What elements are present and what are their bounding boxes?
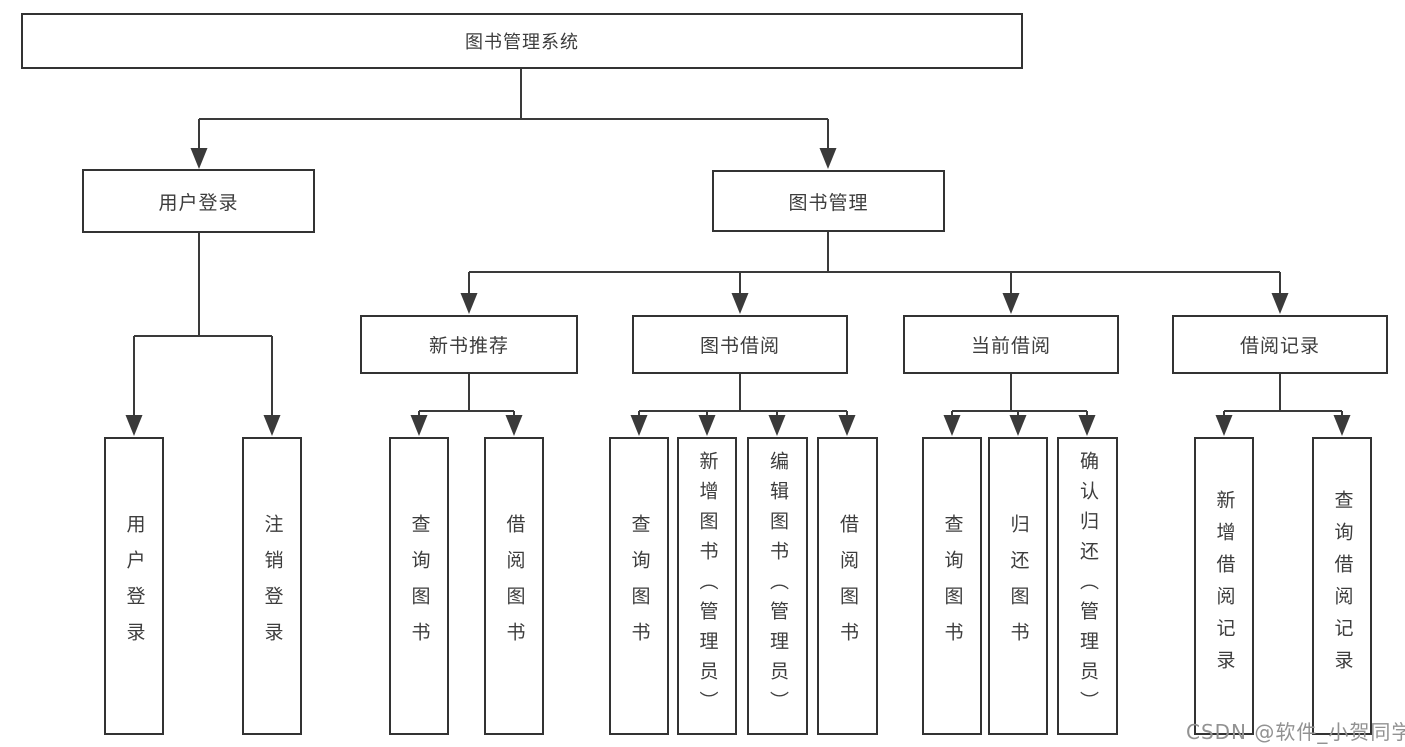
node-label: 确认归还（管理员） — [1077, 451, 1099, 721]
arrow-down-icon — [460, 293, 478, 314]
arrow-down-icon — [410, 415, 428, 436]
leaf-borrow-books-borrowing: 借阅图书 — [817, 437, 878, 735]
arrow-down-icon — [1078, 415, 1096, 436]
arrow-down-icon — [630, 415, 648, 436]
node-label: 归还图书 — [1007, 514, 1030, 658]
node-label: 查询图书 — [628, 514, 651, 658]
arrow-down-icon — [838, 415, 856, 436]
arrow-down-icon — [1002, 293, 1020, 314]
arrow-down-icon — [819, 148, 837, 169]
node-label: 编辑图书（管理员） — [767, 451, 789, 721]
node-book-management: 图书管理 — [712, 170, 945, 232]
node-label: 图书管理系统 — [465, 32, 579, 53]
arrow-down-icon — [190, 148, 208, 169]
node-label: 查询图书 — [408, 514, 431, 658]
node-label: 图书管理 — [788, 191, 869, 214]
node-new-book-recommend: 新书推荐 — [360, 315, 578, 374]
arrow-down-icon — [768, 415, 786, 436]
leaf-query-borrow-record: 查询借阅记录 — [1312, 437, 1372, 735]
node-label: 图书借阅 — [699, 335, 780, 357]
node-label: 用户登录 — [158, 191, 239, 214]
node-label: 用户登录 — [123, 514, 146, 658]
arrow-down-icon — [698, 415, 716, 436]
node-label: 新增借阅记录 — [1213, 490, 1236, 682]
leaf-return-books: 归还图书 — [988, 437, 1048, 735]
leaf-edit-books-admin: 编辑图书（管理员） — [747, 437, 808, 735]
node-library-management-system: 图书管理系统 — [21, 13, 1023, 69]
node-label: 借阅记录 — [1239, 335, 1320, 357]
arrow-down-icon — [943, 415, 961, 436]
arrow-down-icon — [505, 415, 523, 436]
connector-path — [133, 69, 1343, 418]
leaf-query-books-current: 查询图书 — [922, 437, 982, 735]
node-label: 注销登录 — [261, 514, 284, 658]
leaf-logout: 注销登录 — [242, 437, 302, 735]
node-current-borrowing: 当前借阅 — [903, 315, 1119, 374]
node-book-borrowing: 图书借阅 — [632, 315, 848, 374]
leaf-borrow-books-recommend: 借阅图书 — [484, 437, 544, 735]
node-borrowing-records: 借阅记录 — [1172, 315, 1388, 374]
arrow-down-icon — [731, 293, 749, 314]
leaf-confirm-return-admin: 确认归还（管理员） — [1057, 437, 1118, 735]
node-label: 借阅图书 — [837, 514, 859, 658]
node-user-login: 用户登录 — [82, 169, 315, 233]
arrow-down-icon — [1009, 415, 1027, 436]
node-label: 新书推荐 — [428, 335, 509, 357]
arrow-down-icon — [1215, 415, 1233, 436]
csdn-watermark: CSDN @软件_小贺同学 — [1186, 720, 1405, 744]
arrow-down-icon — [1333, 415, 1351, 436]
leaf-user-login: 用户登录 — [104, 437, 164, 735]
node-label: 当前借阅 — [970, 335, 1051, 357]
node-label: 查询图书 — [941, 514, 964, 658]
leaf-add-borrow-record: 新增借阅记录 — [1194, 437, 1254, 735]
arrow-down-icon — [1271, 293, 1289, 314]
arrow-down-icon — [125, 415, 143, 436]
leaf-add-books-admin: 新增图书（管理员） — [677, 437, 737, 735]
node-label: 借阅图书 — [503, 514, 526, 658]
arrow-down-icon — [263, 415, 281, 436]
leaf-query-books-borrowing: 查询图书 — [609, 437, 669, 735]
leaf-query-books-recommend: 查询图书 — [389, 437, 449, 735]
node-label: 新增图书（管理员） — [696, 451, 719, 721]
node-label: 查询借阅记录 — [1331, 490, 1354, 682]
